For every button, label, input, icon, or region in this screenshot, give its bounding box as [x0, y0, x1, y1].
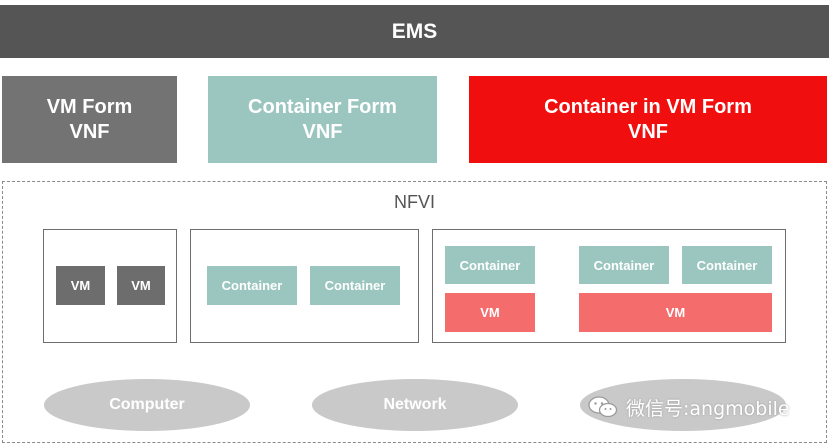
vm-form-line1: VM Form: [46, 95, 133, 118]
computer-resource-oval: Computer: [44, 379, 250, 431]
container-form-vnf-box: Container Form VNF: [208, 76, 437, 163]
container-block: Container: [310, 266, 400, 305]
container-in-vm-form-line1: Container in VM Form: [544, 95, 752, 118]
computer-label: Computer: [109, 396, 185, 413]
network-label: Network: [383, 396, 447, 413]
container-in-vm-form-line2: VNF: [628, 120, 668, 143]
ems-bar: EMS: [0, 5, 829, 58]
vm-form-line2: VNF: [69, 120, 110, 143]
container-form-line2: VNF: [302, 120, 343, 143]
nfvi-label: NFVI: [393, 192, 435, 212]
container-block: Container: [207, 266, 297, 305]
ems-label: EMS: [391, 19, 438, 43]
vm-block: VM: [579, 293, 772, 332]
container-form-line1: Container Form: [248, 95, 397, 118]
vm-block: VM: [445, 293, 535, 332]
watermark: 微信号:angmobile: [588, 392, 790, 422]
wechat-icon: [588, 395, 618, 419]
network-resource-oval: Network: [312, 379, 518, 431]
container-block: Container: [445, 246, 535, 284]
watermark-text: 微信号:angmobile: [626, 397, 790, 420]
container-block: Container: [579, 246, 669, 284]
nfvi-region: [2, 181, 827, 443]
container-block: Container: [682, 246, 772, 284]
vm-block: VM: [56, 266, 105, 305]
vm-block: VM: [117, 266, 165, 305]
vm-form-vnf-box: VM Form VNF: [2, 76, 177, 163]
container-in-vm-form-vnf-box: Container in VM Form VNF: [469, 76, 827, 163]
